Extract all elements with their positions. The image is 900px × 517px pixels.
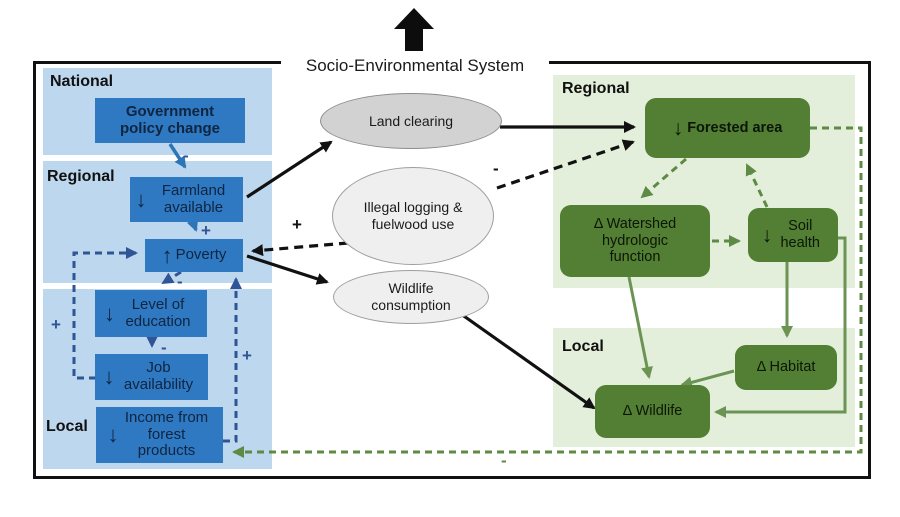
label-regional-right: Regional xyxy=(562,80,630,97)
down-arrow-glyph: ↓ xyxy=(107,422,119,447)
soil-health-box: ↓ Soil health xyxy=(748,208,838,262)
down-arrow-glyph: ↓ xyxy=(672,116,684,140)
sign-job-poverty-loop: + xyxy=(51,315,61,334)
arrow-forested-to-watershed xyxy=(640,157,687,199)
arrow-farmland-to-poverty xyxy=(186,218,199,232)
label-local-left: Local xyxy=(46,418,88,435)
down-arrow-glyph: ↓ xyxy=(104,300,115,326)
wildlife-consumption-ellipse: Wildlife consumption xyxy=(333,270,489,324)
habitat-change-box: Δ Habitat xyxy=(735,345,837,390)
forested-area-box: ↓ Forested area xyxy=(645,98,810,158)
sign-illegal-forested: - xyxy=(493,159,499,178)
arrow-job-to-poverty-loop xyxy=(72,247,138,380)
watershed-hydrologic-function-box: Δ Watershed hydrologic function xyxy=(560,205,710,277)
arrow-income-to-poverty-loop xyxy=(223,277,242,443)
label-regional-left: Regional xyxy=(47,168,115,185)
arrow-poverty-to-wildlife-consumption xyxy=(246,254,329,285)
box-label: Level of education xyxy=(125,295,191,330)
box-label: Δ Watershed hydrologic function xyxy=(593,215,677,266)
box-label: Soil health xyxy=(780,218,820,251)
sign-forested-income-loop: - xyxy=(501,451,507,470)
land-clearing-ellipse: Land clearing xyxy=(320,93,502,149)
poverty-box: ↑ Poverty xyxy=(145,239,243,272)
sign-income-poverty-loop: + xyxy=(242,346,252,365)
arrow-habitat-to-wildlife xyxy=(680,369,735,389)
job-availability-box: ↓ Job availability xyxy=(95,354,208,400)
up-block-arrow-icon xyxy=(394,8,434,51)
arrow-gov-policy-to-farmland xyxy=(168,143,187,169)
label-national: National xyxy=(50,73,114,90)
label-local-right: Local xyxy=(562,338,604,355)
diagram-title: Socio-Environmental System xyxy=(281,54,549,78)
government-policy-change-box: Government policy change xyxy=(95,98,245,143)
arrow-illegal-logging-to-forested-area xyxy=(496,139,635,190)
arrow-soil-to-wildlife-side xyxy=(714,236,847,418)
down-arrow-glyph: ↓ xyxy=(761,223,773,247)
arrow-wildlife-consumption-to-wildlife xyxy=(460,312,596,410)
income-forest-products-box: ↓ Income from forest products xyxy=(96,407,223,463)
ellipse-label: Illegal logging & fuelwood use xyxy=(363,199,463,232)
sign-farmland-poverty: + xyxy=(201,221,211,240)
sign-gov-farmland: - xyxy=(183,146,189,165)
sign-education-job: - xyxy=(161,338,167,357)
sign-illegal-poverty: + xyxy=(292,215,302,234)
illegal-logging-ellipse: Illegal logging & fuelwood use xyxy=(332,167,494,265)
wildlife-change-box: Δ Wildlife xyxy=(595,385,710,438)
ellipse-label: Land clearing xyxy=(368,112,454,129)
box-label: Farmland available xyxy=(161,181,226,216)
box-label: Δ Wildlife xyxy=(622,403,683,420)
down-arrow-glyph: ↓ xyxy=(135,186,147,212)
box-label: Job availability xyxy=(123,359,194,393)
arrow-poverty-to-education xyxy=(161,270,182,285)
arrow-farmland-to-land-clearing xyxy=(246,140,333,199)
level-of-education-box: ↓ Level of education xyxy=(95,290,207,337)
ellipse-label: Wildlife consumption xyxy=(371,280,451,313)
box-label: Government policy change xyxy=(119,102,221,137)
arrow-forested-to-income-loop xyxy=(232,126,863,458)
up-arrow-glyph: ↑ xyxy=(161,242,173,268)
farmland-available-box: ↓ Farmland available xyxy=(130,177,243,222)
down-arrow-glyph: ↓ xyxy=(103,364,115,389)
box-label: Income from forest products xyxy=(124,408,209,460)
arrow-watershed-to-wildlife xyxy=(627,276,653,379)
box-label: Poverty xyxy=(175,246,227,264)
box-label: Δ Habitat xyxy=(756,359,816,376)
arrow-soil-to-forested xyxy=(745,163,769,208)
box-label: Forested area xyxy=(687,119,783,136)
up-block-arrow-layer xyxy=(394,8,434,51)
arrow-illegal-logging-to-poverty xyxy=(251,241,349,257)
sign-poverty-education: - xyxy=(177,272,183,291)
